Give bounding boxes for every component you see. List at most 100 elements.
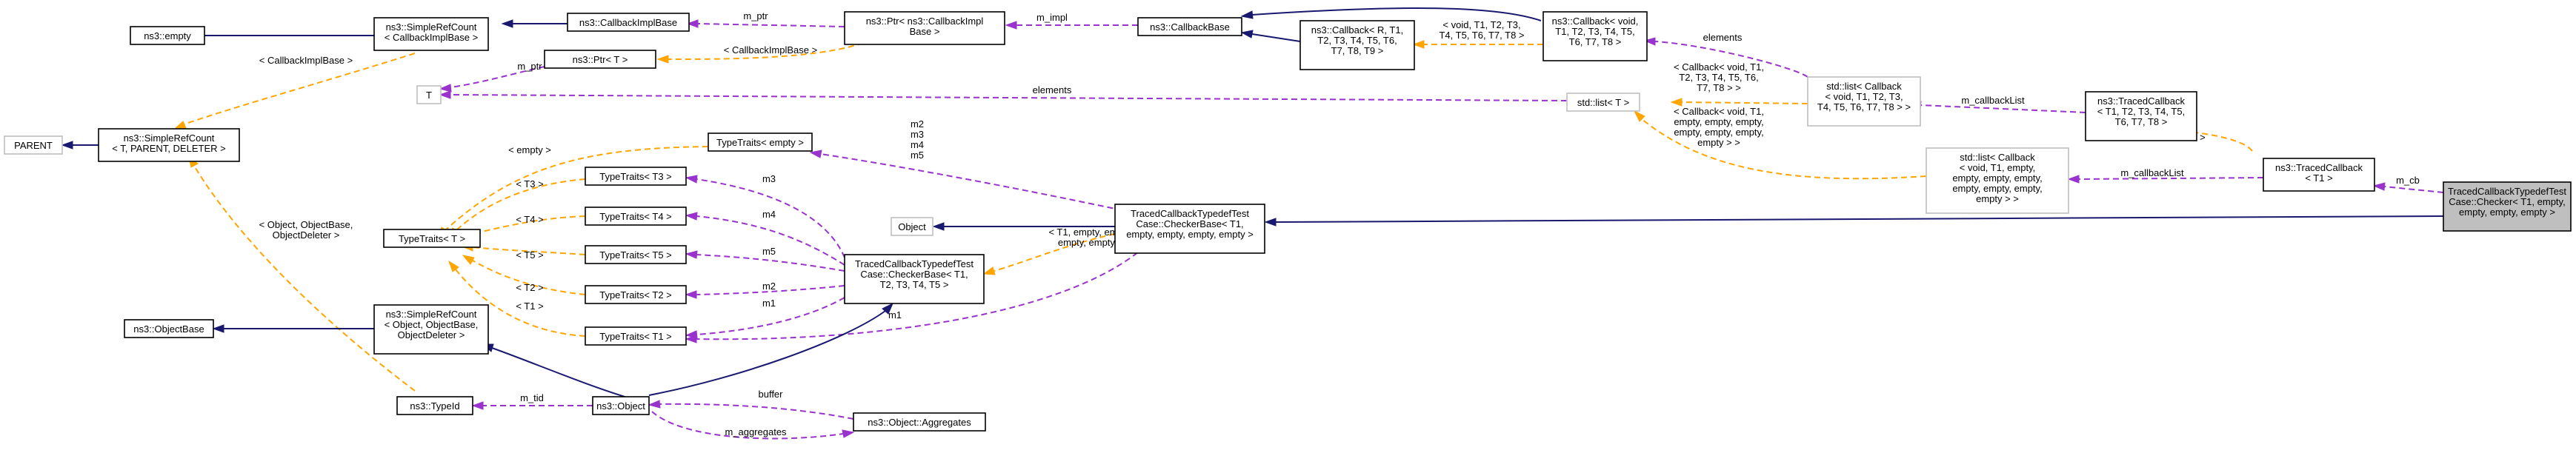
node-ns3-empty[interactable]: ns3::empty <box>130 26 205 45</box>
edge-m-ptr-t <box>439 66 545 93</box>
text-line: TypeTraits< empty > <box>716 137 804 148</box>
node-typetraits-t2[interactable]: TypeTraits< T2 > <box>585 285 687 304</box>
node-simplerefcount-t-parent[interactable]: ns3::SimpleRefCount< T, PARENT, DELETER … <box>98 128 240 162</box>
node-callback-void[interactable]: ns3::Callback< void,T1, T2, T3, T4, T5,T… <box>1542 11 1648 61</box>
svg-text:std::list< T >: std::list< T > <box>1577 97 1629 108</box>
edge-m-impl <box>1005 21 1138 30</box>
node-ns3-objectbase[interactable]: ns3::ObjectBase <box>124 319 214 338</box>
text-line: m_ptr <box>743 10 768 21</box>
node-callbackbase[interactable]: ns3::CallbackBase <box>1137 17 1242 36</box>
text-line: T <box>426 90 432 101</box>
text-line: Object <box>898 221 926 232</box>
node-ns3-object[interactable]: ns3::Object <box>592 396 650 415</box>
edge-checkerbase-object-inheritance <box>648 302 893 396</box>
node-simplerefcount-object[interactable]: ns3::SimpleRefCount< Object, ObjectBase,… <box>373 304 489 355</box>
text-line: ns3::Ptr< ns3::CallbackImpl <box>866 16 984 27</box>
node-callbackimplbase[interactable]: ns3::CallbackImplBase <box>567 13 690 32</box>
edge-label: m2 <box>762 281 776 292</box>
edge-list-template-bottom <box>1633 110 1927 180</box>
text-line: < T1 > <box>516 301 543 312</box>
node-std-list-callback-void[interactable]: std::list< Callback< void, T1, T2, T3,T4… <box>1807 76 1921 127</box>
edge-callback-template <box>1412 40 1543 49</box>
text-line: m4 <box>762 209 776 220</box>
text-line: TypeTraits< T2 > <box>599 289 672 301</box>
text-line: < Object, ObjectBase, <box>385 319 479 330</box>
text-line: ns3::TracedCallback <box>2097 95 2186 107</box>
edge-checkerbase-template <box>982 233 1116 275</box>
edge-m-tid <box>471 401 593 410</box>
edge-label: < T4 > <box>516 214 543 225</box>
svg-text:T: T <box>426 90 432 101</box>
svg-text:ns3::Object::Aggregates: ns3::Object::Aggregates <box>868 417 971 428</box>
text-line: empty > > <box>1697 137 1740 148</box>
text-line: empty, empty, empty, <box>1952 172 2042 184</box>
node-ns3-object-aggregates[interactable]: ns3::Object::Aggregates <box>853 412 986 432</box>
node-typetraits-t3[interactable]: TypeTraits< T3 > <box>585 167 687 186</box>
text-line: m5 <box>762 246 776 257</box>
node-std-list-t[interactable]: std::list< T > <box>1566 93 1640 112</box>
text-line: m_cb <box>2396 175 2420 186</box>
node-typetraits-t5[interactable]: TypeTraits< T5 > <box>585 245 687 264</box>
edge-label: < T2 > <box>516 282 543 293</box>
node-typetraits-t[interactable]: TypeTraits< T > <box>383 229 481 248</box>
text-line: < T, PARENT, DELETER > <box>112 143 225 154</box>
edge-label: m_ptr <box>743 10 768 21</box>
text-line: std::list< Callback <box>1960 152 2035 163</box>
edge-tt-t1-template <box>448 260 586 337</box>
edge-list-template-top <box>1670 98 1808 107</box>
node-typetraits-t1[interactable]: TypeTraits< T1 > <box>585 326 687 346</box>
edge-elements-mid <box>439 90 1568 101</box>
node-tracedcallback-t1-t8[interactable]: ns3::TracedCallback< T1, T2, T3, T4, T5,… <box>2085 91 2197 141</box>
svg-text:ns3::SimpleRefCount< T, PARENT: ns3::SimpleRefCount< T, PARENT, DELETER … <box>112 132 225 154</box>
text-line: ObjectDeleter > <box>273 229 340 241</box>
text-line: m_aggregates <box>725 426 787 437</box>
text-line: < empty > <box>508 144 551 155</box>
edge-parent-inheritance <box>61 141 99 150</box>
svg-text:ns3::Callback< void,T1, T2, T3: ns3::Callback< void,T1, T2, T3, T4, T5,T… <box>1552 16 1639 47</box>
text-line: elements <box>1703 32 1743 43</box>
node-ns3-typeid[interactable]: ns3::TypeId <box>396 396 473 415</box>
node-tracedcallback-t1[interactable]: ns3::TracedCallback< T1 > <box>2263 158 2375 192</box>
text-line: TypeTraits< T3 > <box>599 171 672 182</box>
edge-objectbase-inheritance <box>212 324 374 333</box>
edge-m5 <box>685 250 845 272</box>
text-line: ns3::ObjectBase <box>133 323 204 335</box>
edge-callbackbase-inheritance-r <box>1240 30 1301 42</box>
node-typetraits-t4[interactable]: TypeTraits< T4 > <box>585 207 687 226</box>
node-t[interactable]: T <box>416 85 442 104</box>
text-line: < T1 > <box>2305 172 2332 184</box>
svg-text:ns3::CallbackImplBase: ns3::CallbackImplBase <box>579 17 677 28</box>
node-parent[interactable]: PARENT <box>4 135 63 155</box>
text-line: ns3::SimpleRefCount <box>386 21 477 33</box>
text-line: m_callbackList <box>1961 95 2025 106</box>
node-object[interactable]: Object <box>891 217 933 236</box>
text-line: < void, T1, T2, T3, <box>1442 19 1520 30</box>
text-line: T1, T2, T3, T4, T5, <box>1555 26 1634 37</box>
text-line: m2 <box>911 118 924 130</box>
edge-label: m_impl <box>1036 12 1068 23</box>
text-line: TypeTraits< T4 > <box>599 211 672 222</box>
svg-text:ns3::empty: ns3::empty <box>144 30 191 41</box>
node-simplerefcount-callbackimplbase[interactable]: ns3::SimpleRefCount< CallbackImplBase > <box>373 17 489 51</box>
text-line: < T1, empty, empty, <box>1048 226 1132 238</box>
edge-label: elements <box>1033 84 1072 95</box>
node-callback-r[interactable]: ns3::Callback< R, T1,T2, T3, T4, T5, T6,… <box>1299 20 1415 70</box>
edge-label: < T3 > <box>516 178 543 189</box>
text-line: TypeTraits< T > <box>399 233 465 244</box>
text-line: < Callback< void, T1, <box>1674 61 1764 73</box>
text-line: m_impl <box>1036 12 1068 23</box>
node-ptr-t[interactable]: ns3::Ptr< T > <box>544 50 656 69</box>
text-line: m5 <box>911 150 924 161</box>
text-line: ns3::empty <box>144 30 191 41</box>
text-line: ns3::Object::Aggregates <box>868 417 971 428</box>
svg-text:ns3::TracedCallback< T1, T2, T: ns3::TracedCallback< T1, T2, T3, T4, T5,… <box>2097 95 2186 127</box>
edge-ptr-template <box>656 42 864 64</box>
node-typetraits-empty[interactable]: TypeTraits< empty > <box>708 132 813 152</box>
node-std-list-callback-empty[interactable]: std::list< Callback< void, T1, empty,emp… <box>1926 147 2069 214</box>
